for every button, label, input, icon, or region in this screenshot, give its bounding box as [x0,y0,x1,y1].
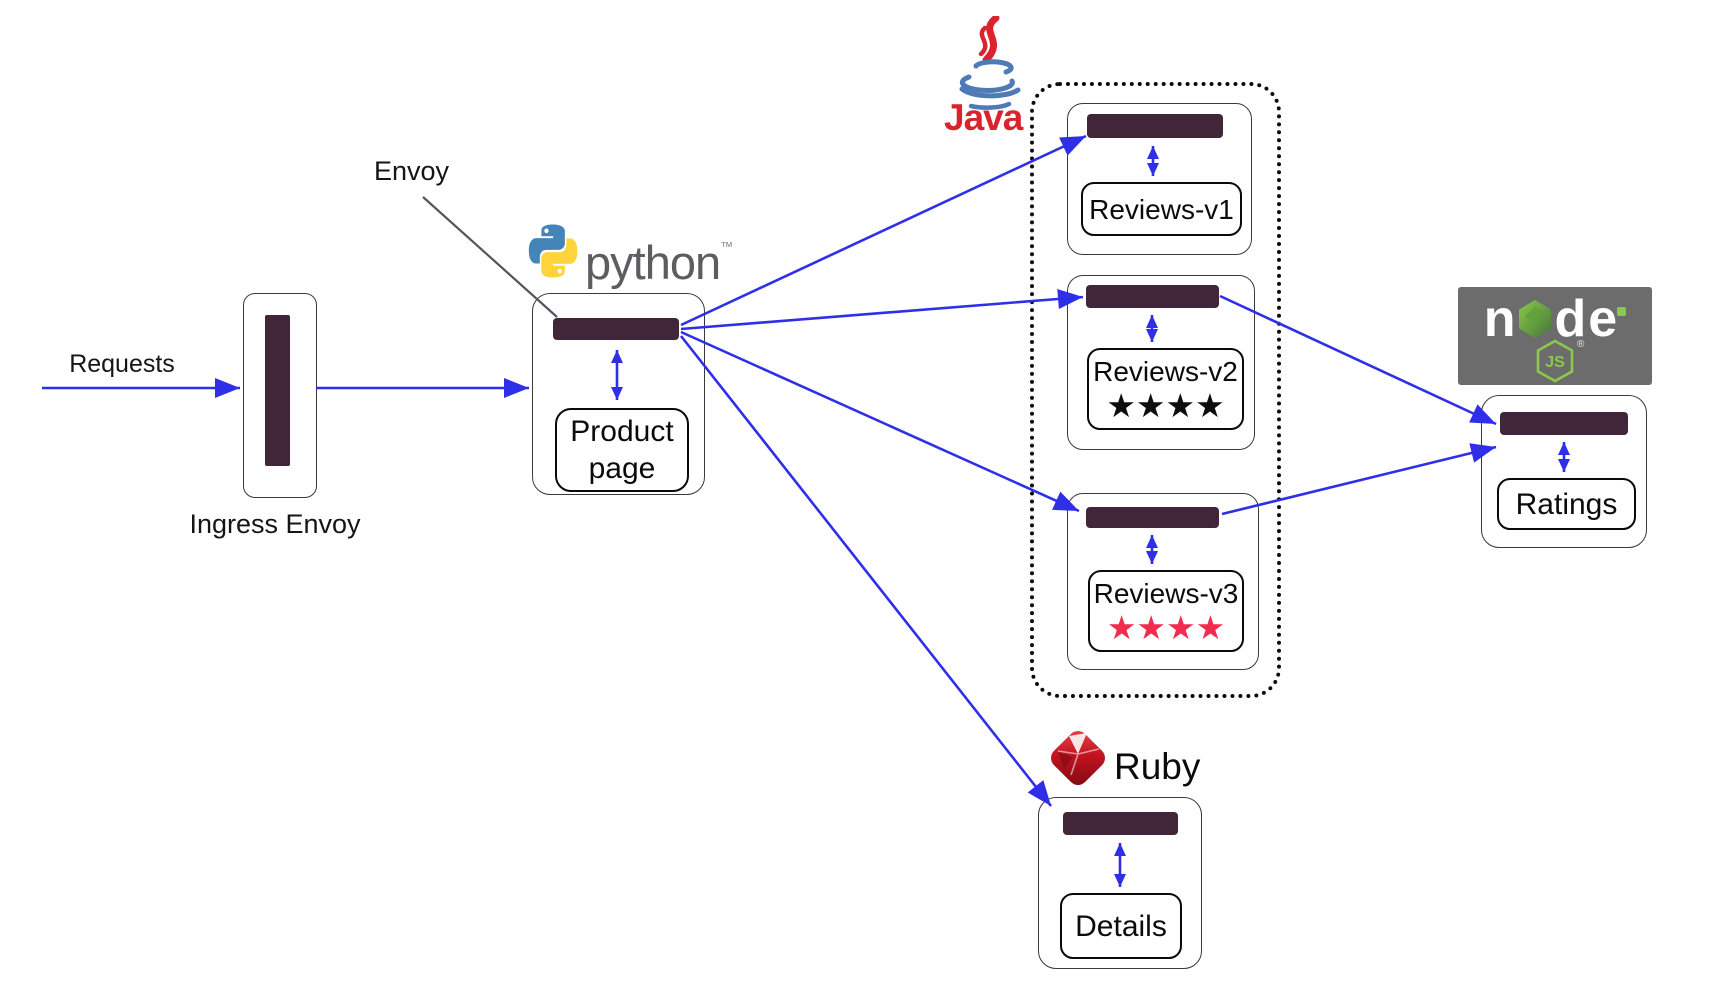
nodejs-hexagon-o-icon [1518,300,1551,338]
ratings-label: Ratings [1515,487,1618,521]
python-logo-icon [528,224,578,278]
requests-label: Requests [69,350,175,378]
reviews-v3-stars: ★★★★ [1106,609,1226,646]
reviews-v1-label: Reviews-v1 [1089,193,1234,225]
ingress-envoy-proxy-bar [265,315,290,466]
reviews-v3-envoy-sidecar-bar [1086,507,1219,528]
ingress-envoy-label: Ingress Envoy [189,509,361,539]
nodejs-letter-d: d [1554,290,1587,348]
productpage-label-line2: page [588,452,656,485]
reviews-v2-envoy-sidecar-bar [1086,285,1219,308]
nodejs-green-dot [1617,307,1627,316]
details-envoy-sidecar-bar [1063,812,1178,835]
nodejs-js-hexagon-icon: JS [1536,339,1574,383]
ratings-label-box: Ratings [1497,478,1636,530]
python-logo-text: python [585,236,721,289]
ruby-logo-icon [1051,731,1105,785]
arrow-productpage-to-reviews-v1 [680,134,1087,327]
reviews-v2-label: Reviews-v2 [1093,356,1238,387]
nodejs-letter-n: n [1483,290,1516,348]
envoy-callout-label: Envoy [374,156,450,186]
nodejs-wordmark: n d e [1458,293,1652,345]
reviews-v1-envoy-sidecar-bar [1087,114,1223,138]
ruby-logo-text: Ruby [1114,746,1201,787]
productpage-label-box: Product page [555,408,689,492]
java-logo-icon: Java [944,16,1025,136]
python-logo-wordmark: python™ [585,222,733,288]
nodejs-js-text: JS [1545,354,1565,371]
details-label: Details [1075,909,1167,943]
reviews-v2-label-box: Reviews-v2 ★★★★ [1087,348,1244,430]
productpage-label-line1: Product [570,415,674,448]
nodejs-logo: n d e JS ® [1458,287,1652,385]
productpage-envoy-sidecar-bar [553,318,679,340]
ratings-envoy-sidecar-bar [1500,412,1628,435]
reviews-v3-label: Reviews-v3 [1093,578,1239,609]
reviews-v3-label-box: Reviews-v3 ★★★★ [1088,570,1244,652]
reviews-v1-label-box: Reviews-v1 [1081,182,1242,236]
nodejs-letter-e: e [1588,290,1617,348]
nodejs-registered-mark: ® [1577,339,1585,350]
details-label-box: Details [1060,893,1182,959]
reviews-v2-stars: ★★★★ [1106,387,1225,424]
arrow-productpage-to-details [679,335,1053,807]
python-tm-mark: ™ [720,239,734,254]
arrow-productpage-to-reviews-v2 [680,289,1084,331]
java-logo-text: Java [944,97,1024,136]
arrow-productpage-to-reviews-v3 [680,330,1080,513]
